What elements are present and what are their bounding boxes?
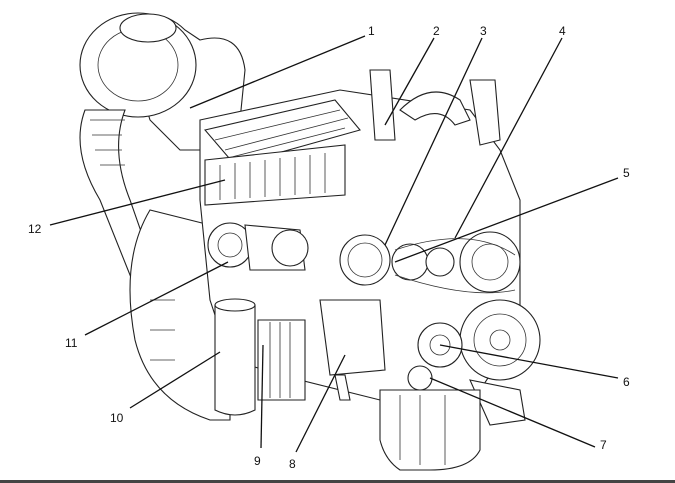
bottom-border — [0, 480, 675, 483]
engine-illustration — [79, 12, 541, 471]
callout-3: 3 — [480, 24, 487, 38]
callout-7: 7 — [600, 438, 607, 452]
callout-11: 11 — [65, 336, 78, 350]
callout-9: 9 — [254, 454, 261, 468]
leader-line-12 — [49, 179, 226, 226]
leader-line-9 — [260, 344, 264, 449]
callout-8: 8 — [289, 457, 296, 471]
leader-line-5 — [394, 177, 619, 263]
callout-5: 5 — [623, 166, 630, 180]
callouts: 1 2 3 4 5 6 7 8 9 10 11 12 — [28, 24, 630, 471]
leader-line-6 — [439, 344, 619, 379]
leader-line-11 — [84, 261, 229, 336]
leader-line-3 — [384, 37, 483, 246]
callout-12: 12 — [28, 222, 42, 236]
leader-line-10 — [129, 351, 221, 409]
callout-6: 6 — [623, 375, 630, 389]
leader-line-1 — [189, 35, 366, 109]
leader-line-2 — [384, 37, 435, 126]
callout-10: 10 — [110, 411, 124, 425]
leader-line-7 — [429, 377, 596, 448]
leader-line-8 — [295, 354, 346, 453]
callout-2: 2 — [433, 24, 440, 38]
leader-line-4 — [454, 37, 563, 239]
callout-4: 4 — [559, 24, 566, 38]
callout-1: 1 — [368, 24, 375, 38]
